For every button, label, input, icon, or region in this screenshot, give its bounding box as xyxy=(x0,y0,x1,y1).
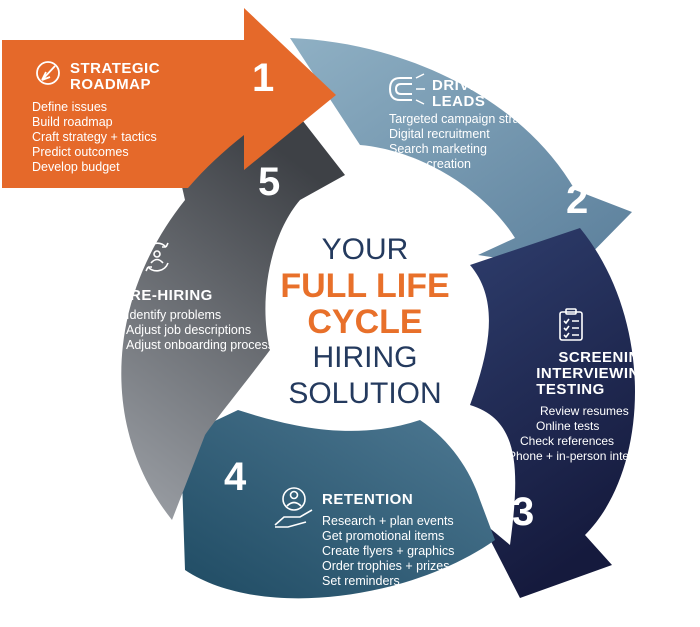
list-item: Media creation xyxy=(389,157,471,171)
list-item: Order trophies + prizes xyxy=(322,559,450,573)
center-line-hiring: HIRING xyxy=(312,341,418,374)
stage-number-1: 1 xyxy=(252,56,275,100)
list-item: Review resumes xyxy=(540,404,629,418)
list-item: Search marketing xyxy=(389,142,487,156)
rehiring-items: Identify problems Adjust job description… xyxy=(126,308,274,353)
segment-retention xyxy=(182,410,495,599)
list-item: Adjust job descriptions xyxy=(126,323,252,337)
center-line-full-life: FULL LIFE xyxy=(280,267,450,305)
retention-title: RETENTION xyxy=(322,491,414,508)
magnet-icon xyxy=(388,73,425,105)
driving-leads-title: DRIVING LEADS xyxy=(432,78,498,110)
center-line-cycle: CYCLE xyxy=(307,303,423,341)
center-line-solution: SOLUTION xyxy=(288,377,442,410)
list-item: Build roadmap xyxy=(32,115,113,129)
center-title: YOUR FULL LIFE CYCLE HIRING SOLUTION xyxy=(255,232,475,412)
list-item: Predict outcomes xyxy=(32,145,129,159)
list-item: Get promotional items xyxy=(322,529,445,543)
stage-number-3: 3 xyxy=(512,490,535,534)
strategic-roadmap-items: Define issues Build roadmap Craft strate… xyxy=(32,100,157,175)
screening-title-line2: INTERVIEWING xyxy=(536,365,652,382)
leads-title-line2: LEADS xyxy=(432,93,486,110)
screening-title-line1: SCREENING xyxy=(558,349,652,366)
segment-strategic-roadmap xyxy=(2,8,336,188)
list-item: Develop budget xyxy=(32,160,120,174)
segment-driving-leads xyxy=(290,38,632,270)
list-item: Research + plan events xyxy=(322,514,454,528)
strategic-roadmap-block: STRATEGIC ROADMAP xyxy=(70,61,160,93)
list-item: Adjust onboarding process xyxy=(126,338,275,352)
list-item: Digital recruitment xyxy=(389,127,490,141)
screening-title: SCREENING INTERVIEWING TESTING xyxy=(536,350,652,398)
strategic-title-line1: STRATEGIC xyxy=(70,60,161,77)
list-item: Define issues xyxy=(32,100,108,114)
stage-number-5: 5 xyxy=(258,160,281,204)
person-cycle-icon xyxy=(145,242,169,272)
driving-leads-items: Targeted campaign strategy Digital recru… xyxy=(389,112,543,172)
checklist-icon xyxy=(559,308,583,341)
leads-title-line1: DRIVING xyxy=(432,77,499,94)
list-item: Phone + in-person interviews xyxy=(508,449,664,463)
screening-title-line3: TESTING xyxy=(536,381,605,398)
person-hand-icon xyxy=(274,487,313,528)
list-item: Targeted campaign strategy xyxy=(389,112,544,126)
list-item: Create flyers + graphics xyxy=(322,544,455,558)
list-item: Online tests xyxy=(536,419,600,433)
segment-screening xyxy=(470,228,635,598)
strategic-roadmap-title: STRATEGIC ROADMAP xyxy=(70,61,160,93)
stage-number-2: 2 xyxy=(566,178,589,222)
list-item: Identify problems xyxy=(126,308,222,322)
list-item: Check references xyxy=(520,434,615,448)
screening-items: Review resumes Online tests Check refere… xyxy=(508,404,663,464)
compass-icon xyxy=(36,61,60,85)
center-line-your: YOUR xyxy=(321,233,409,266)
retention-items: Research + plan events Get promotional i… xyxy=(322,514,454,589)
rehiring-title: RE-HIRING xyxy=(130,287,213,304)
list-item: Craft strategy + tactics xyxy=(32,130,157,144)
stage-number-4: 4 xyxy=(224,455,247,499)
list-item: Set reminders xyxy=(322,574,400,588)
strategic-title-line2: ROADMAP xyxy=(70,76,151,93)
segment-rehiring xyxy=(121,98,345,520)
